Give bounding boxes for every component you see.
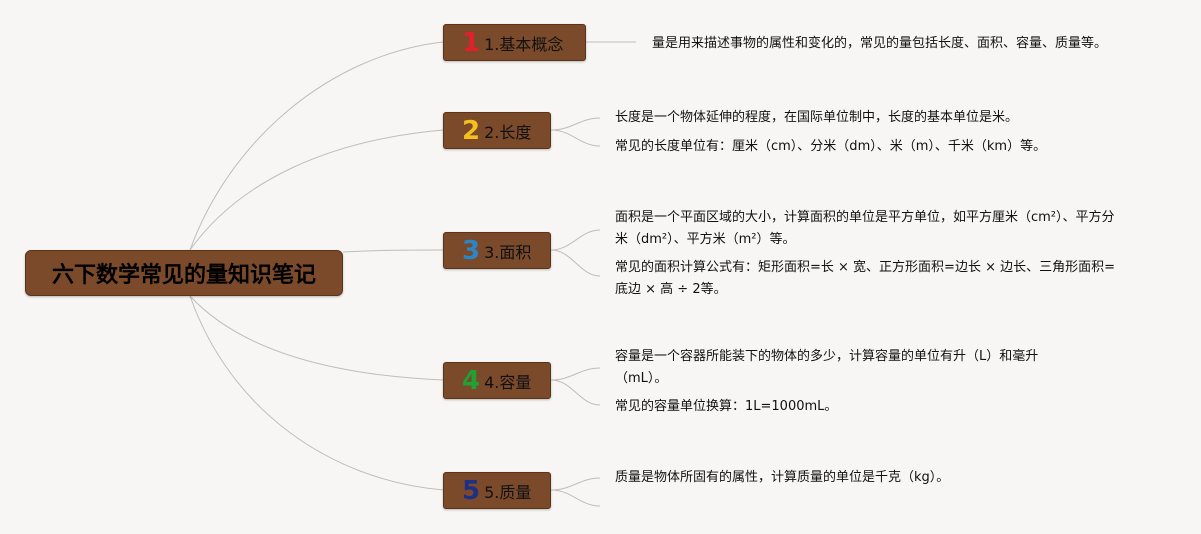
leaf-3-1: 面积是一个平面区域的大小，计算面积的单位是平方单位，如平方厘米（cm²）、平方分… (615, 210, 1115, 247)
leaf-5-1: 质量是物体所固有的属性，计算质量的单位是千克（kg）。 (615, 470, 950, 485)
leaf-3-2: 常见的面积计算公式有：矩形面积=长 × 宽、正方形面积=边长 × 边长、三角形面… (615, 260, 1115, 297)
branch-label-2: 2.长度 (484, 122, 532, 142)
leaf-4-1: 容量是一个容器所能装下的物体的多少，计算容量的单位有升（L）和毫升（mL）。 (615, 349, 1039, 386)
leaf-2-2: 常见的长度单位有：厘米（cm）、分米（dm）、米（m）、千米（km）等。 (615, 139, 1047, 154)
link-branch-2-leaf-1 (550, 117, 601, 131)
number-badge-5: 5 (462, 475, 481, 506)
branch-node-3[interactable]: 3 3.面积 (443, 232, 551, 269)
link-branch-4-leaf-1 (550, 367, 601, 381)
link-root-branch-2 (189, 129, 444, 251)
number-badge-1: 1 (462, 27, 481, 58)
leaf-1-1: 量是用来描述事物的属性和变化的，常见的量包括长度、面积、容量、质量等。 (652, 36, 1108, 51)
branch-label-3: 3.面积 (484, 242, 532, 262)
number-badge-2: 2 (462, 115, 481, 146)
leaf-2-1: 长度是一个物体延伸的程度，在国际单位制中，长度的基本单位是米。 (615, 110, 1019, 125)
leaf-4-2: 常见的容量单位换算：1L=1000mL。 (615, 399, 838, 414)
number-badge-4: 4 (462, 365, 481, 396)
branch-node-4[interactable]: 4 4.容量 (443, 362, 551, 399)
number-badge-3: 3 (462, 235, 481, 266)
branch-node-5[interactable]: 5 5.质量 (443, 472, 551, 509)
branch-label-5: 5.质量 (484, 482, 532, 502)
branch-label-4: 4.容量 (484, 372, 532, 392)
link-root-branch-4 (189, 295, 444, 381)
branch-label-1: 1.基本概念 (484, 34, 564, 54)
root-node[interactable]: 六下数学常见的量知识笔记 (25, 250, 343, 296)
branch-node-1[interactable]: 1 1.基本概念 (443, 24, 586, 61)
link-branch-3-leaf-1 (550, 229, 601, 251)
link-branch-2-leaf-2 (550, 129, 601, 147)
link-root-branch-3 (342, 249, 444, 253)
link-branch-3-leaf-2 (550, 249, 601, 277)
link-branch-5-leaf-1 (550, 477, 601, 491)
link-root-branch-5 (189, 295, 444, 491)
link-branch-4-leaf-2 (550, 379, 601, 406)
branch-node-2[interactable]: 2 2.长度 (443, 112, 551, 149)
link-root-branch-1 (189, 41, 444, 251)
link-branch-5-leaf-2 (550, 489, 601, 507)
